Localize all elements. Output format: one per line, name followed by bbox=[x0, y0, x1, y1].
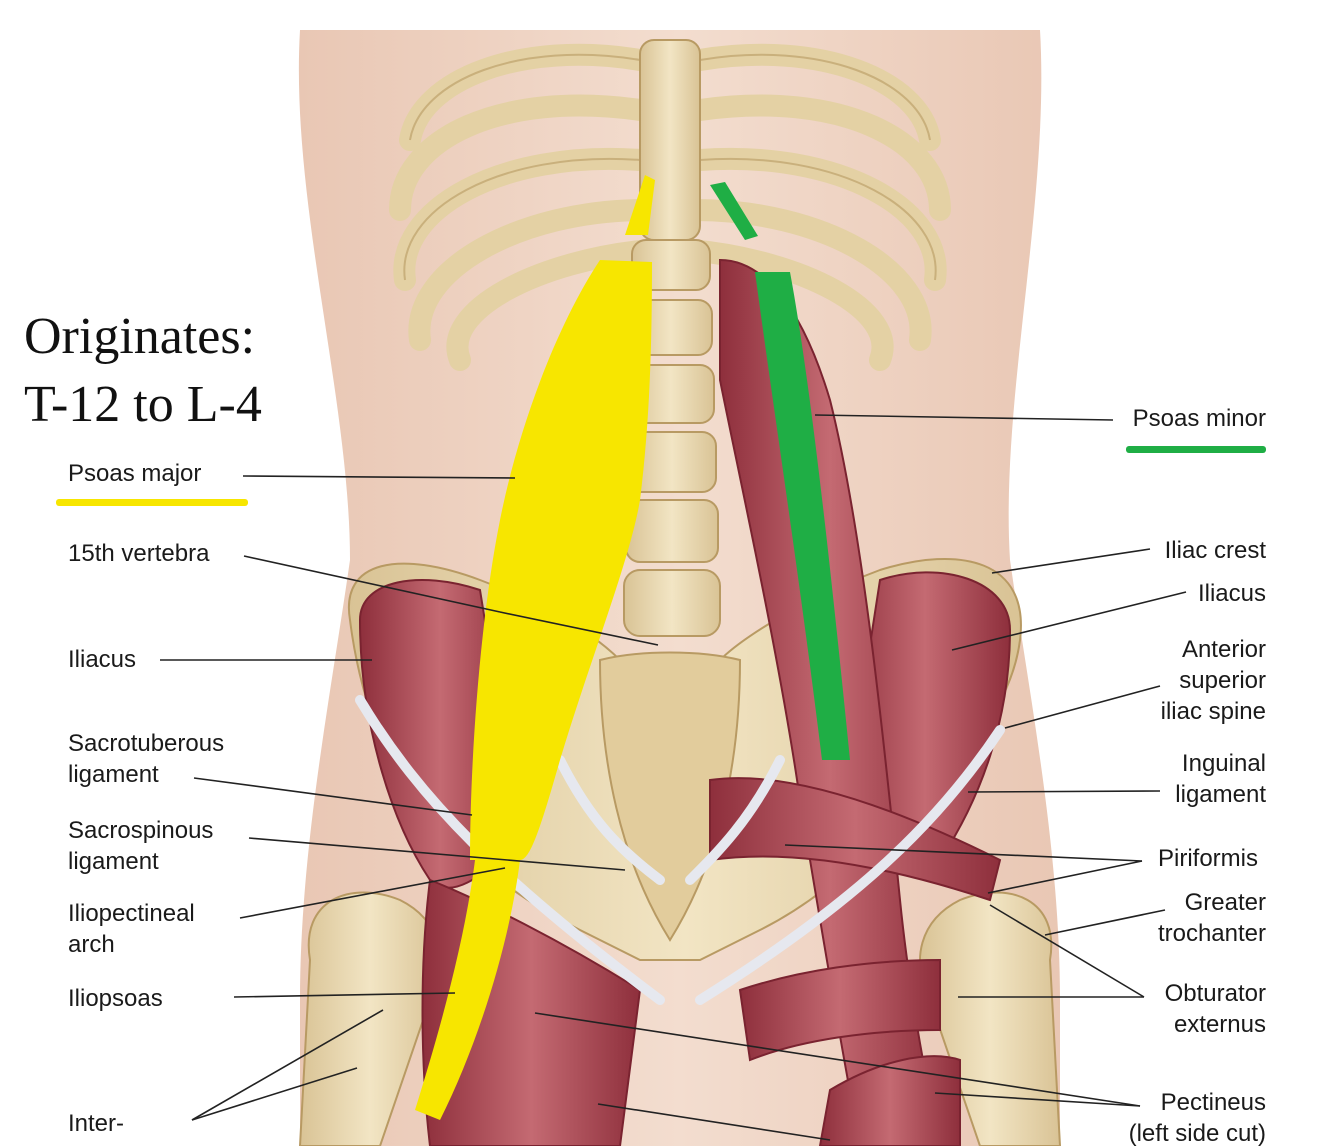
piriformis-muscle bbox=[709, 777, 1002, 902]
psoas-major-swatch bbox=[56, 499, 248, 506]
label-piriformis: Piriformis bbox=[1158, 845, 1258, 872]
label-iliacus-left: Iliacus bbox=[68, 646, 137, 673]
psoas-minor-highlight bbox=[755, 272, 850, 760]
label-iliac-crest: Iliac crest bbox=[1164, 537, 1266, 564]
title-line-1: Originates: bbox=[24, 308, 256, 365]
label-pectineus: Pectineus (left side cut) bbox=[1128, 1089, 1266, 1146]
label-sacrospinous-ligament: Sacrospinous ligament bbox=[68, 817, 214, 875]
label-obturator-externus: Obturator externus bbox=[1164, 980, 1266, 1038]
label-psoas-major: Psoas major bbox=[68, 460, 202, 487]
rib-outline bbox=[403, 53, 937, 281]
psoas-major-highlight bbox=[470, 260, 652, 860]
label-inter: Inter- bbox=[68, 1110, 125, 1137]
label-iliopectineal-arch: Iliopectineal arch bbox=[68, 900, 195, 958]
label-psoas-minor: Psoas minor bbox=[1132, 405, 1266, 432]
label-iliopsoas: Iliopsoas bbox=[68, 985, 163, 1012]
label-greater-trochanter: Greater trochanter bbox=[1157, 889, 1266, 947]
psoas-minor-highlight-upper bbox=[710, 182, 758, 240]
psoas-major-highlight-upper bbox=[625, 175, 655, 235]
leader-lines bbox=[160, 414, 1187, 1141]
obturator-muscle bbox=[738, 958, 941, 1062]
label-sacrotuberous-ligament: Sacrotuberous ligament bbox=[68, 730, 225, 788]
label-anterior-superior-iliac-spine: Anterior superior iliac spine bbox=[1160, 636, 1266, 725]
pectineus-muscle bbox=[818, 1055, 961, 1146]
psoas-minor-swatch bbox=[1126, 446, 1266, 453]
label-inguinal-ligament: Inguinal ligament bbox=[1175, 750, 1266, 808]
label-15th-vertebra: 15th vertebra bbox=[68, 540, 210, 567]
psoas-major-highlight-lower bbox=[415, 860, 520, 1120]
title-line-2: T-12 to L-4 bbox=[24, 376, 262, 433]
label-iliacus-right: Iliacus bbox=[1197, 580, 1266, 607]
